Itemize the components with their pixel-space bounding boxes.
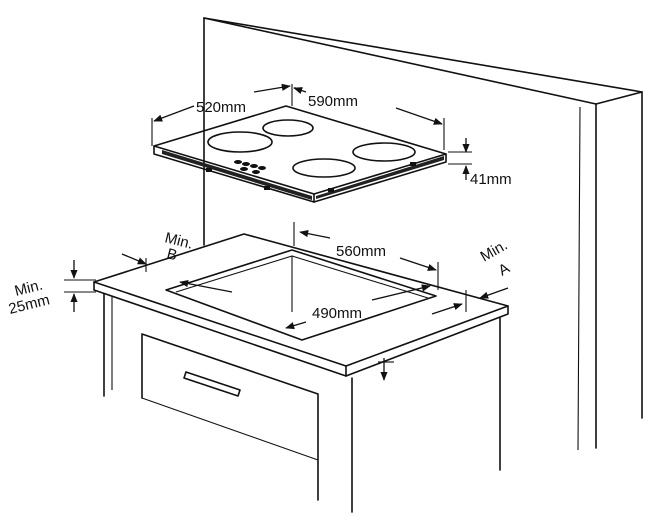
burner-rear-center — [262, 119, 314, 137]
burner-right — [352, 142, 416, 162]
wall — [203, 17, 643, 451]
label-min-a-line2: A — [496, 260, 513, 280]
label-hob-depth: 520mm — [196, 99, 246, 116]
label-hob-height: 41mm — [470, 171, 512, 188]
dimension-lines — [64, 83, 509, 381]
worktop-cutout — [165, 249, 437, 341]
cabinet — [93, 233, 509, 513]
label-min-25-line2: 25mm — [7, 291, 52, 318]
label-cutout-width: 560mm — [336, 243, 386, 260]
hob — [153, 105, 447, 203]
label-min-a-line1: Min. — [478, 237, 511, 266]
label-cutout-depth: 490mm — [312, 305, 362, 322]
label-min-b-line1: Min. — [163, 229, 195, 252]
burner-front — [292, 158, 356, 178]
control-panel — [234, 160, 266, 174]
burner-rear-left — [207, 131, 273, 153]
label-min-25-line1: Min. — [13, 277, 45, 300]
label-hob-width: 590mm — [308, 93, 358, 110]
label-min-b-line2: B — [165, 245, 179, 264]
